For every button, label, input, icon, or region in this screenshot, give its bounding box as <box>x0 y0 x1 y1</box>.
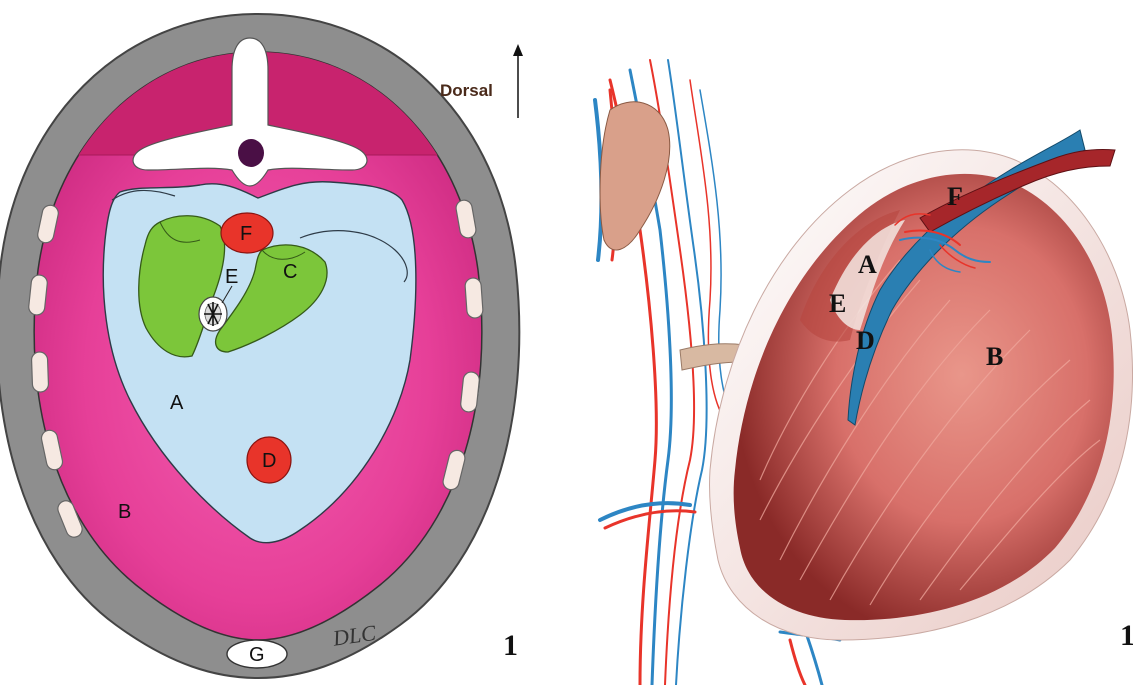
label-b-3d: B <box>986 342 1003 371</box>
orientation-label: Dorsal <box>440 81 493 100</box>
label-a-3d: A <box>858 250 877 279</box>
left-panel: A B C D E F G DLC Dorsal 1 <box>0 0 523 678</box>
label-d-3d: D <box>856 326 875 355</box>
spinal-canal <box>238 139 264 167</box>
label-g: G <box>249 644 265 666</box>
artist-signature: DLC <box>330 620 377 651</box>
label-e: E <box>225 266 238 288</box>
label-d: D <box>262 450 276 472</box>
label-f: F <box>240 223 252 245</box>
label-c: C <box>283 261 297 283</box>
label-f-3d: F <box>947 182 963 211</box>
label-b: B <box>118 501 131 523</box>
label-e-3d: E <box>829 289 846 318</box>
right-panel: A B D E F 1 <box>595 60 1133 685</box>
panel-number-left: 1 <box>503 629 518 662</box>
panel-number-right: 1 <box>1120 619 1133 652</box>
label-a: A <box>170 392 184 414</box>
up-arrow-icon <box>513 44 523 118</box>
